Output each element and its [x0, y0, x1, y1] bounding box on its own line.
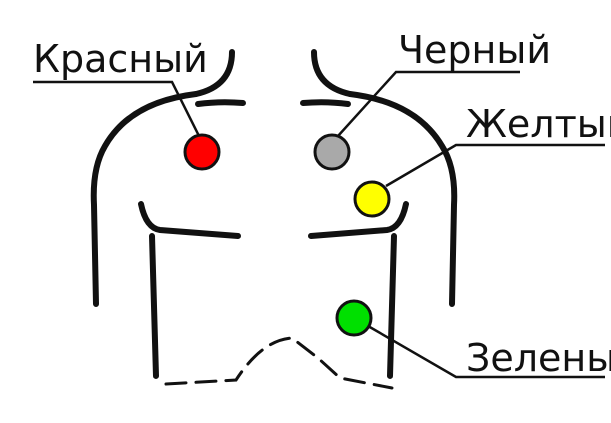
label-green: Зеленый: [466, 336, 611, 380]
leader-red: [33, 80, 202, 139]
torso-left-side: [149, 233, 159, 379]
left-shoulder-arm: [90, 91, 199, 307]
leader-black: [337, 70, 520, 137]
collarbone-right: [300, 99, 351, 107]
leader-yellow: [385, 143, 605, 188]
electrode-red: [183, 133, 221, 171]
label-yellow: Желтый: [466, 102, 611, 146]
waist-dashed-line: [164, 336, 394, 390]
label-red: Красный: [33, 37, 208, 81]
neck-left-line: [193, 49, 235, 97]
electrode-yellow: [353, 180, 391, 218]
torso-right-side: [387, 233, 397, 379]
electrode-black: [313, 133, 351, 171]
collarbone-left: [195, 99, 246, 107]
electrode-green: [335, 299, 373, 337]
label-black: Черный: [398, 28, 552, 72]
chest-right-line: [308, 201, 409, 239]
leader-green: [367, 324, 605, 379]
chest-left-line: [138, 201, 241, 239]
right-shoulder-arm: [347, 91, 458, 307]
neck-right-line: [311, 49, 353, 97]
